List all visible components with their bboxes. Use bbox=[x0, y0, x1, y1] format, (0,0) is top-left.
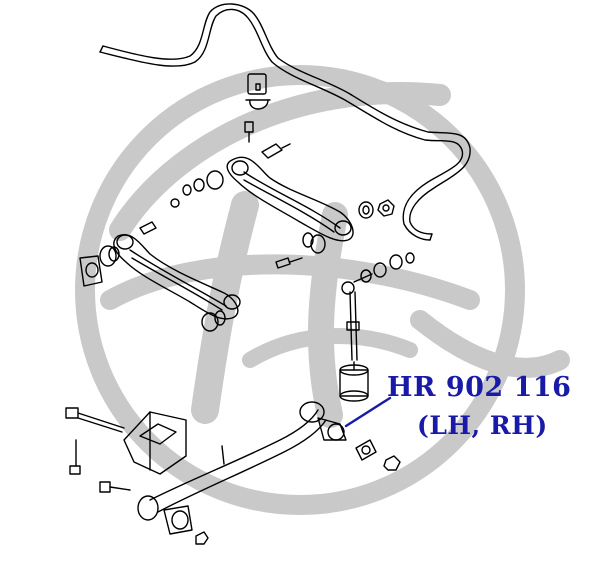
nut-icon bbox=[383, 455, 401, 471]
lower-control-arm-icon bbox=[113, 234, 241, 320]
bolt-icon bbox=[99, 481, 131, 493]
watermark-ring bbox=[75, 65, 525, 515]
watermark-flourish bbox=[242, 328, 418, 368]
washer-icon bbox=[358, 201, 374, 219]
bolt-icon bbox=[261, 143, 291, 159]
callout-leader-line bbox=[344, 396, 392, 428]
bolt-icon bbox=[69, 439, 81, 475]
bracket-icon bbox=[123, 411, 187, 475]
trailing-arm-icon bbox=[137, 401, 347, 535]
bushing-icon bbox=[360, 252, 415, 283]
stabilizer-link-icon bbox=[341, 273, 373, 361]
watermark-letter-i bbox=[307, 202, 348, 428]
bolt-icon bbox=[244, 121, 254, 143]
bolt-icon bbox=[221, 445, 225, 465]
bolt-icon bbox=[139, 221, 157, 235]
part-side-label: (LH, RH) bbox=[417, 411, 548, 440]
watermark-letter-h bbox=[191, 191, 259, 424]
watermark-swoosh-upper bbox=[109, 81, 451, 241]
stabilizer-clamp-icon bbox=[245, 73, 271, 110]
nut-icon bbox=[195, 531, 209, 545]
watermark-logo bbox=[75, 65, 570, 515]
bushing-icon bbox=[302, 232, 326, 254]
bracket-icon bbox=[79, 255, 103, 287]
washer-icon bbox=[355, 439, 377, 461]
stabilizer-bar-icon bbox=[99, 3, 471, 241]
bushing-icon bbox=[170, 170, 224, 208]
nut-icon bbox=[377, 199, 395, 217]
bushing-icon bbox=[99, 245, 226, 332]
bushing-icon bbox=[339, 361, 369, 402]
part-number-label: HR 902 116 bbox=[387, 372, 572, 403]
upper-control-arm-icon bbox=[226, 156, 354, 242]
bolt-icon bbox=[275, 257, 303, 269]
bolt-icon bbox=[65, 407, 125, 433]
line-art bbox=[65, 3, 471, 545]
watermark-tail bbox=[410, 310, 570, 378]
watermark-swoosh-lower bbox=[100, 254, 480, 310]
